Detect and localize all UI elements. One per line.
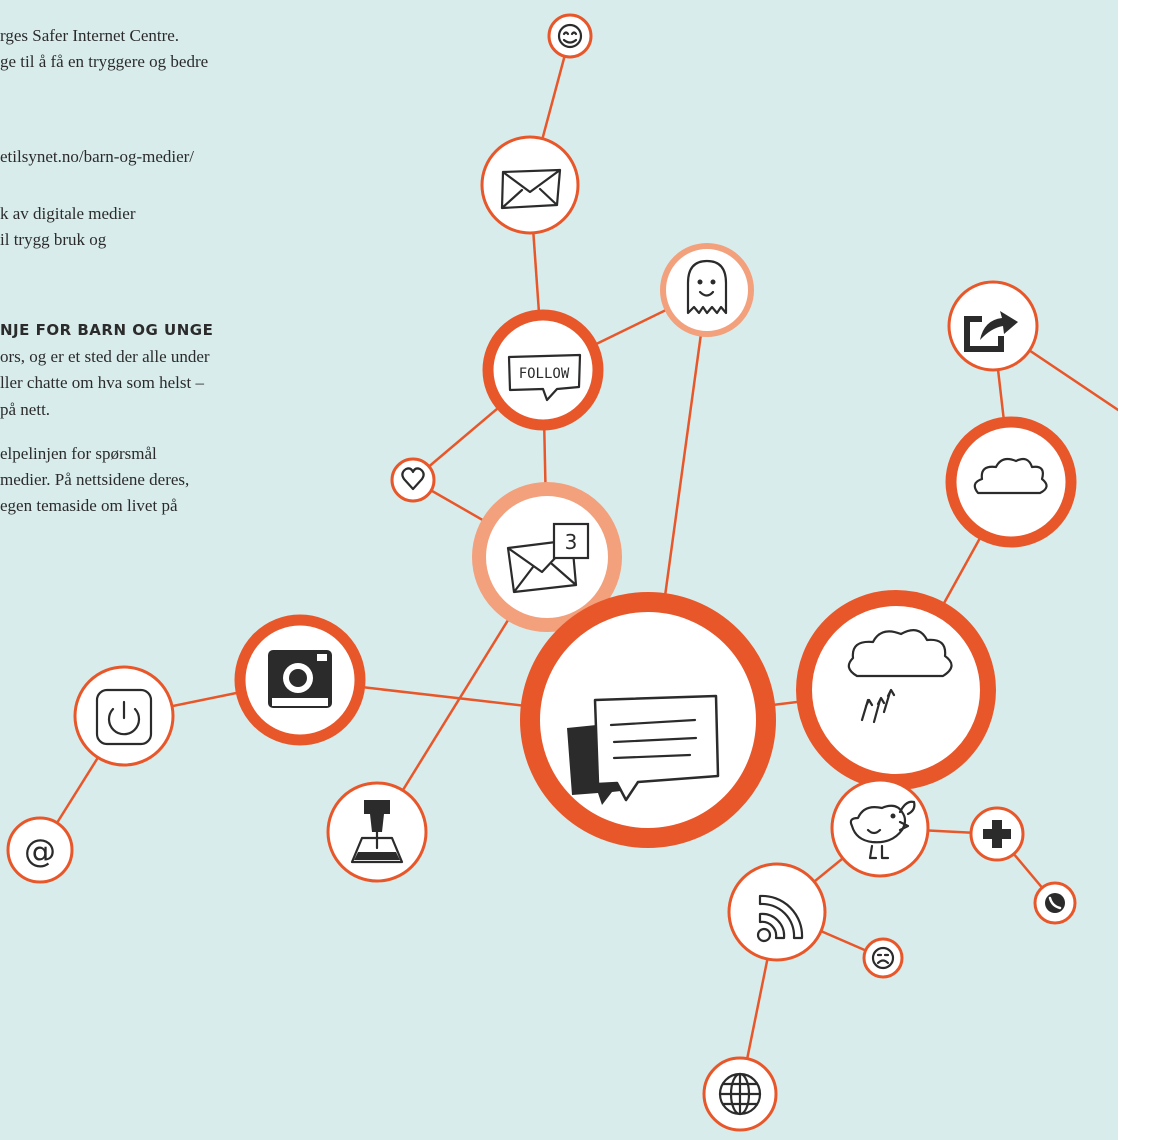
phone-icon bbox=[1033, 881, 1077, 925]
power-icon bbox=[73, 665, 175, 767]
section-heading: NJE FOR BARN OG UNGE bbox=[0, 321, 214, 339]
envelope-icon bbox=[480, 135, 580, 235]
text-line-9: elpelinjen for spørsmål bbox=[0, 444, 157, 463]
text-line-8: på nett. bbox=[0, 400, 51, 419]
chat-icon bbox=[520, 592, 776, 848]
globe-icon bbox=[702, 1056, 778, 1132]
background-panel: rges Safer Internet Centre. ge til å få … bbox=[0, 0, 1118, 1140]
cloud-icon bbox=[945, 416, 1077, 548]
text-line-6: ors, og er et sted der alle under bbox=[0, 347, 210, 366]
text-line-5: il trygg bruk og bbox=[0, 230, 107, 249]
icon-network: FOLLOW 3 bbox=[6, 13, 1118, 1132]
sad-face-icon bbox=[862, 937, 904, 979]
camera-icon bbox=[234, 614, 366, 746]
svg-text:@: @ bbox=[24, 832, 56, 870]
bird-icon bbox=[830, 778, 930, 878]
text-line-3: etilsynet.no/barn-og-medier/ bbox=[0, 147, 195, 166]
text-line-10: medier. På nettsidene deres, bbox=[0, 470, 190, 489]
text-line-7: ller chatte om hva som helst – bbox=[0, 373, 204, 392]
share-icon bbox=[947, 280, 1039, 372]
plus-icon bbox=[969, 806, 1025, 862]
pushpin-icon bbox=[326, 781, 428, 883]
text-line-11: egen temaside om livet på bbox=[0, 496, 178, 515]
mail-notification-icon: 3 bbox=[472, 482, 622, 632]
rain-cloud-icon bbox=[796, 590, 996, 790]
at-sign-icon: @ bbox=[6, 816, 74, 884]
text-line-2: ge til å få en tryggere og bedre bbox=[0, 52, 209, 71]
text-line-4: k av digitale medier bbox=[0, 204, 136, 223]
follow-icon: FOLLOW bbox=[482, 309, 604, 431]
smiley-icon bbox=[547, 13, 593, 59]
ghost-icon bbox=[660, 243, 754, 337]
text-line-1: rges Safer Internet Centre. bbox=[0, 26, 180, 45]
follow-text: FOLLOW bbox=[519, 366, 570, 382]
message-count: 3 bbox=[565, 530, 578, 554]
heart-icon bbox=[390, 457, 436, 503]
rss-icon bbox=[727, 862, 827, 962]
